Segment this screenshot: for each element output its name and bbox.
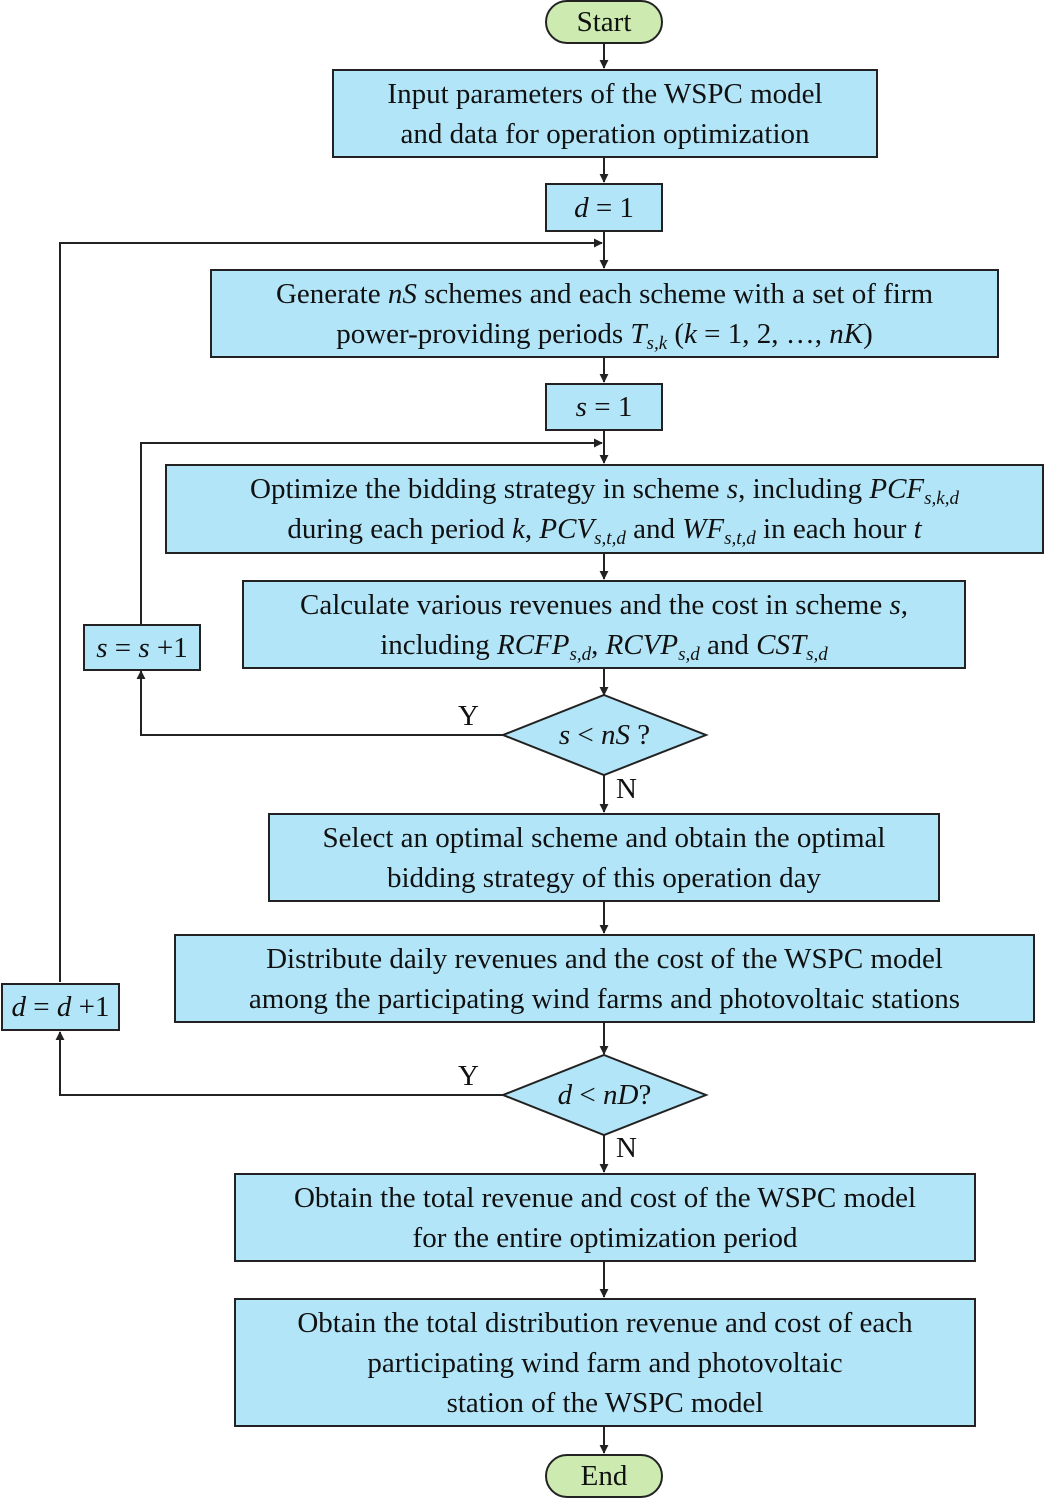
select-line-2: bidding strategy of this operation day	[386, 861, 822, 894]
distribution-line-3: station of the WSPC model	[446, 1386, 764, 1419]
select-optimal-scheme-box: Select an optimal scheme and obtain the …	[268, 813, 940, 902]
start-terminal: Start	[545, 0, 663, 44]
arrow-decision-s-yes	[136, 670, 503, 736]
total-line-1: Obtain the total revenue and cost of the…	[293, 1181, 917, 1214]
select-line-1: Select an optimal scheme and obtain the …	[322, 821, 886, 854]
decision-d-label: d < nD?	[557, 1078, 652, 1111]
arrow-decision-d-yes	[55, 1031, 503, 1096]
input-line-2: and data for operation optimization	[400, 117, 810, 150]
arrow-s-inc-loop	[140, 438, 603, 625]
d-increment-box: d = d +1	[1, 983, 120, 1031]
d-init-text: d = 1	[574, 191, 634, 224]
calculate-revenues-box: Calculate various revenues and the cost …	[242, 580, 966, 669]
decision-s-yes-label: Y	[458, 700, 479, 732]
s-increment-text: s = s +1	[96, 631, 188, 664]
s-init-text: s = 1	[575, 391, 633, 423]
decision-s-label: s < nS ?	[558, 718, 651, 751]
distribute-line-1: Distribute daily revenues and the cost o…	[266, 942, 943, 975]
end-label: End	[580, 1459, 628, 1492]
total-line-2: for the entire optimization period	[412, 1221, 798, 1254]
optimize-line-1: Optimize the bidding strategy in scheme …	[250, 473, 959, 509]
start-label: Start	[576, 5, 632, 38]
decision-diamond-s	[500, 693, 709, 777]
decision-diamond-d	[500, 1053, 709, 1137]
decision-d-yes-label: Y	[458, 1060, 479, 1092]
distribution-revenue-box: Obtain the total distribution revenue an…	[234, 1298, 976, 1427]
d-increment-text: d = d +1	[11, 991, 110, 1023]
distribution-line-1: Obtain the total distribution revenue an…	[297, 1306, 913, 1339]
generate-line-2: power-providing periods Ts,k (k = 1, 2, …	[336, 317, 873, 354]
input-parameters-box: Input parameters of the WSPC model and d…	[332, 69, 878, 158]
d-init-box: d = 1	[545, 183, 663, 232]
input-line-1: Input parameters of the WSPC model	[387, 77, 823, 110]
generate-schemes-box: Generate nS schemes and each scheme with…	[210, 269, 999, 358]
s-increment-box: s = s +1	[83, 624, 201, 671]
end-terminal: End	[545, 1454, 663, 1498]
calculate-line-1: Calculate various revenues and the cost …	[299, 588, 908, 621]
s-init-box: s = 1	[545, 383, 663, 431]
distribute-line-2: among the participating wind farms and p…	[248, 982, 961, 1015]
decision-s-no-label: N	[616, 773, 637, 805]
decision-d-no-label: N	[616, 1132, 637, 1164]
optimize-bidding-box: Optimize the bidding strategy in scheme …	[165, 464, 1044, 554]
calculate-line-2: including RCFPs,d, RCVPs,d and CSTs,d	[380, 628, 828, 665]
distribution-line-2: participating wind farm and photovoltaic	[367, 1346, 843, 1379]
total-revenue-box: Obtain the total revenue and cost of the…	[234, 1173, 976, 1262]
optimize-line-2: during each period k, PCVs,t,d and WFs,t…	[287, 513, 922, 549]
arrow-d-inc-loop	[59, 238, 603, 982]
distribute-revenues-box: Distribute daily revenues and the cost o…	[174, 934, 1035, 1023]
generate-line-1: Generate nS schemes and each scheme with…	[275, 277, 934, 310]
